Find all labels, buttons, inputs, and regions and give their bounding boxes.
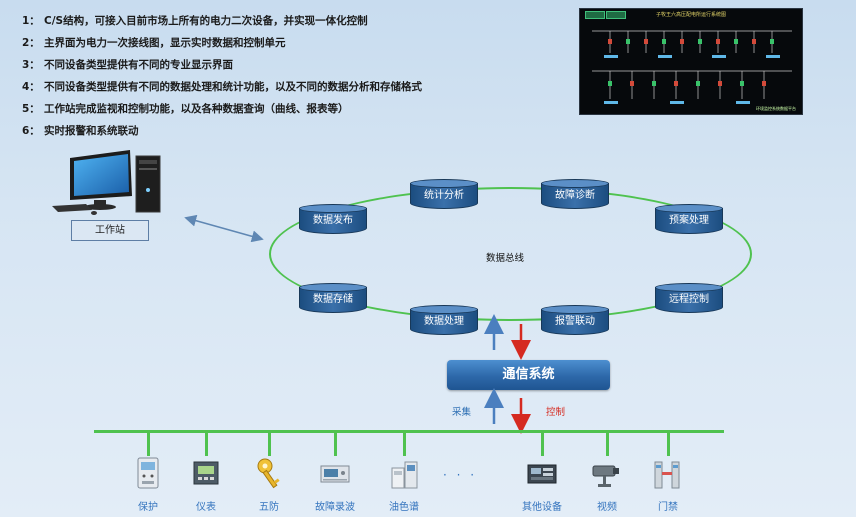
device-label-oil-chromatograph: 油色谱: [389, 502, 419, 513]
feature-text: C/S结构，可接入目前市场上所有的电力二次设备，并实现一体化控制: [44, 15, 368, 27]
device-drop-line: [667, 432, 670, 456]
node-storage: 数据存储: [299, 283, 367, 313]
workstation-label: 工作站: [71, 220, 149, 241]
data-bus-label: 数据总线: [486, 253, 525, 264]
feature-item: 4： 不同设备类型提供有不同的数据处理和统计功能，以及不同的数据分析和存储格式: [22, 77, 422, 99]
device-label-meter: 仪表: [196, 502, 216, 513]
feature-number: 4：: [22, 81, 40, 93]
feature-number: 6：: [22, 125, 40, 137]
feature-item: 1： C/S结构，可接入目前市场上所有的电力二次设备，并实现一体化控制: [22, 11, 422, 33]
other-device-plc-icon: [527, 464, 557, 484]
collect-label: 采集: [452, 407, 472, 418]
device-label-video: 视频: [597, 502, 617, 513]
oil-chromatograph-icon: [391, 461, 418, 489]
data-bus-ring: [269, 187, 752, 321]
feature-text: 不同设备类型提供有不同的专业显示界面: [44, 59, 233, 71]
control-label: 控制: [546, 407, 566, 418]
device-drop-line: [205, 432, 208, 456]
node-top: [541, 179, 609, 188]
node-plan: 预案处理: [655, 204, 723, 234]
node-label: 预案处理: [669, 215, 709, 226]
device-label-protection: 保护: [138, 502, 158, 513]
feature-number: 1：: [22, 15, 40, 27]
feature-number: 3：: [22, 59, 40, 71]
workstation-computer-icon: [52, 150, 161, 215]
device-drop-line: [147, 432, 150, 456]
feature-number: 5：: [22, 103, 40, 115]
node-label: 远程控制: [669, 294, 709, 305]
feature-text: 不同设备类型提供有不同的数据处理和统计功能，以及不同的数据分析和存储格式: [44, 81, 422, 93]
node-diagnosis: 故障诊断: [541, 179, 609, 209]
node-label: 数据存储: [313, 294, 353, 305]
device-bus-line: [94, 430, 724, 433]
node-top: [410, 179, 478, 188]
feature-number: 2：: [22, 37, 40, 49]
feature-text: 主界面为电力一次接线图，显示实时数据和控制单元: [44, 37, 286, 49]
node-alarm-linkage: 报警联动: [541, 305, 609, 335]
node-top: [541, 305, 609, 314]
feature-text: 实时报警和系统联动: [44, 125, 139, 137]
fault-recorder-icon: [320, 465, 350, 483]
workstation-bus-link-arrow: [184, 214, 264, 243]
scada-screenshot: 子牧王六高压配电所运行系统图: [579, 8, 803, 115]
node-label: 数据处理: [424, 316, 464, 327]
feature-item: 2： 主界面为电力一次接线图，显示实时数据和控制单元: [22, 33, 422, 55]
feature-item: 3： 不同设备类型提供有不同的专业显示界面: [22, 55, 422, 77]
key-lock-icon: [257, 458, 280, 489]
node-label: 统计分析: [424, 190, 464, 201]
device-label-access-control: 门禁: [658, 502, 678, 513]
device-drop-line: [334, 432, 337, 456]
node-publish: 数据发布: [299, 204, 367, 234]
more-devices-ellipsis: · · ·: [443, 468, 478, 482]
device-label-fault-recorder: 故障录波: [315, 502, 355, 513]
feature-item: 5： 工作站完成监视和控制功能，以及各种数据查询（曲线、报表等）: [22, 99, 422, 121]
scada-footer: 环境监控系统数据平台: [756, 106, 796, 111]
device-label-wufang: 五防: [259, 502, 279, 513]
node-body: [410, 183, 478, 209]
scada-tab: [606, 11, 626, 19]
device-drop-line: [541, 432, 544, 456]
feature-item: 6： 实时报警和系统联动: [22, 121, 422, 143]
node-processing: 数据处理: [410, 305, 478, 335]
device-drop-line: [606, 432, 609, 456]
node-top: [299, 204, 367, 213]
node-body: [541, 183, 609, 209]
node-top: [410, 305, 478, 314]
node-label: 故障诊断: [555, 190, 595, 201]
device-label-other: 其他设备: [522, 502, 562, 513]
node-statistics: 统计分析: [410, 179, 478, 209]
device-drop-line: [268, 432, 271, 456]
feature-text: 工作站完成监视和控制功能，以及各种数据查询（曲线、报表等）: [44, 103, 349, 115]
node-label: 报警联动: [555, 316, 595, 327]
device-drop-line: [403, 432, 406, 456]
node-top: [299, 283, 367, 292]
meter-icon: [193, 461, 219, 485]
access-gate-icon: [654, 461, 680, 489]
node-label: 数据发布: [313, 215, 353, 226]
communication-system-box: 通信系统: [447, 360, 610, 390]
node-top: [655, 204, 723, 213]
scada-tab: [585, 11, 605, 19]
protection-relay-icon: [137, 457, 159, 489]
single-line-diagram: [592, 30, 792, 104]
video-camera-icon: [592, 465, 619, 487]
node-top: [655, 283, 723, 292]
scada-title: 子牧王六高压配电所运行系统图: [655, 12, 726, 18]
feature-list: 1： C/S结构，可接入目前市场上所有的电力二次设备，并实现一体化控制 2： 主界面…: [22, 11, 422, 143]
node-remote-control: 远程控制: [655, 283, 723, 313]
node-body: [299, 208, 367, 234]
